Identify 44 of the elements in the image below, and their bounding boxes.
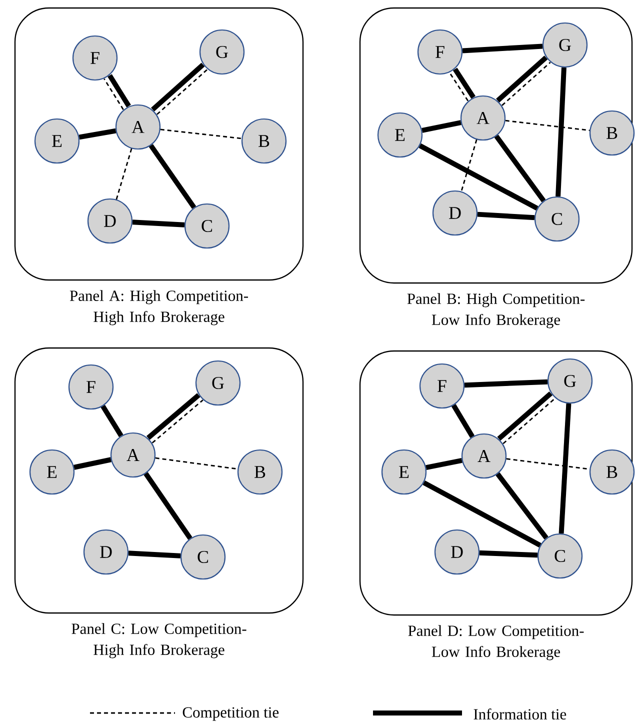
tie-line xyxy=(449,72,469,102)
tie-line xyxy=(452,68,476,99)
tie-line xyxy=(144,472,192,540)
tie-line xyxy=(494,134,546,202)
tie-line xyxy=(132,220,185,228)
tie-line xyxy=(556,67,566,197)
tie-line xyxy=(451,404,475,438)
tie-line xyxy=(506,458,590,470)
tie-line xyxy=(502,62,551,106)
tie-line xyxy=(460,139,478,192)
tie-line xyxy=(151,62,205,112)
tie-line xyxy=(155,457,238,470)
node-label: Panel B: High Competition- Low Info Brokerage xyxy=(407,293,585,328)
tie-line xyxy=(152,400,204,444)
tie-line xyxy=(479,550,538,558)
node-label: Panel A: High Competition- High Info Brokerage xyxy=(70,290,248,326)
node-label: Panel C: Low Competition- High Info Brokerage xyxy=(72,623,246,658)
tie-line xyxy=(418,143,538,211)
tie-line xyxy=(74,457,112,470)
tie-line xyxy=(160,128,242,140)
legend-label: Competition tie xyxy=(182,707,279,721)
tie-line xyxy=(505,120,590,132)
tie-line xyxy=(100,404,124,438)
tie-line xyxy=(104,78,124,110)
tie-line xyxy=(558,403,572,534)
tie-line xyxy=(78,128,116,140)
tie-line xyxy=(477,212,535,220)
tie-line xyxy=(464,379,548,388)
tie-line xyxy=(422,480,542,548)
tie-line xyxy=(496,56,548,102)
tie-line xyxy=(148,144,196,209)
tie-line xyxy=(462,44,543,54)
tie-line xyxy=(426,458,462,470)
tie-line xyxy=(422,120,462,133)
tie-line xyxy=(497,391,553,441)
tie-line xyxy=(116,148,132,200)
tie-line xyxy=(496,472,548,540)
node-label: Panel D: Low Competition- Low Info Brokerage xyxy=(408,625,584,660)
tie-line xyxy=(128,550,181,558)
tie-line xyxy=(146,393,200,440)
tie-line xyxy=(108,74,131,108)
legend-label: Information tie xyxy=(474,708,566,720)
tie-line xyxy=(156,68,208,115)
tie-line xyxy=(502,398,556,444)
